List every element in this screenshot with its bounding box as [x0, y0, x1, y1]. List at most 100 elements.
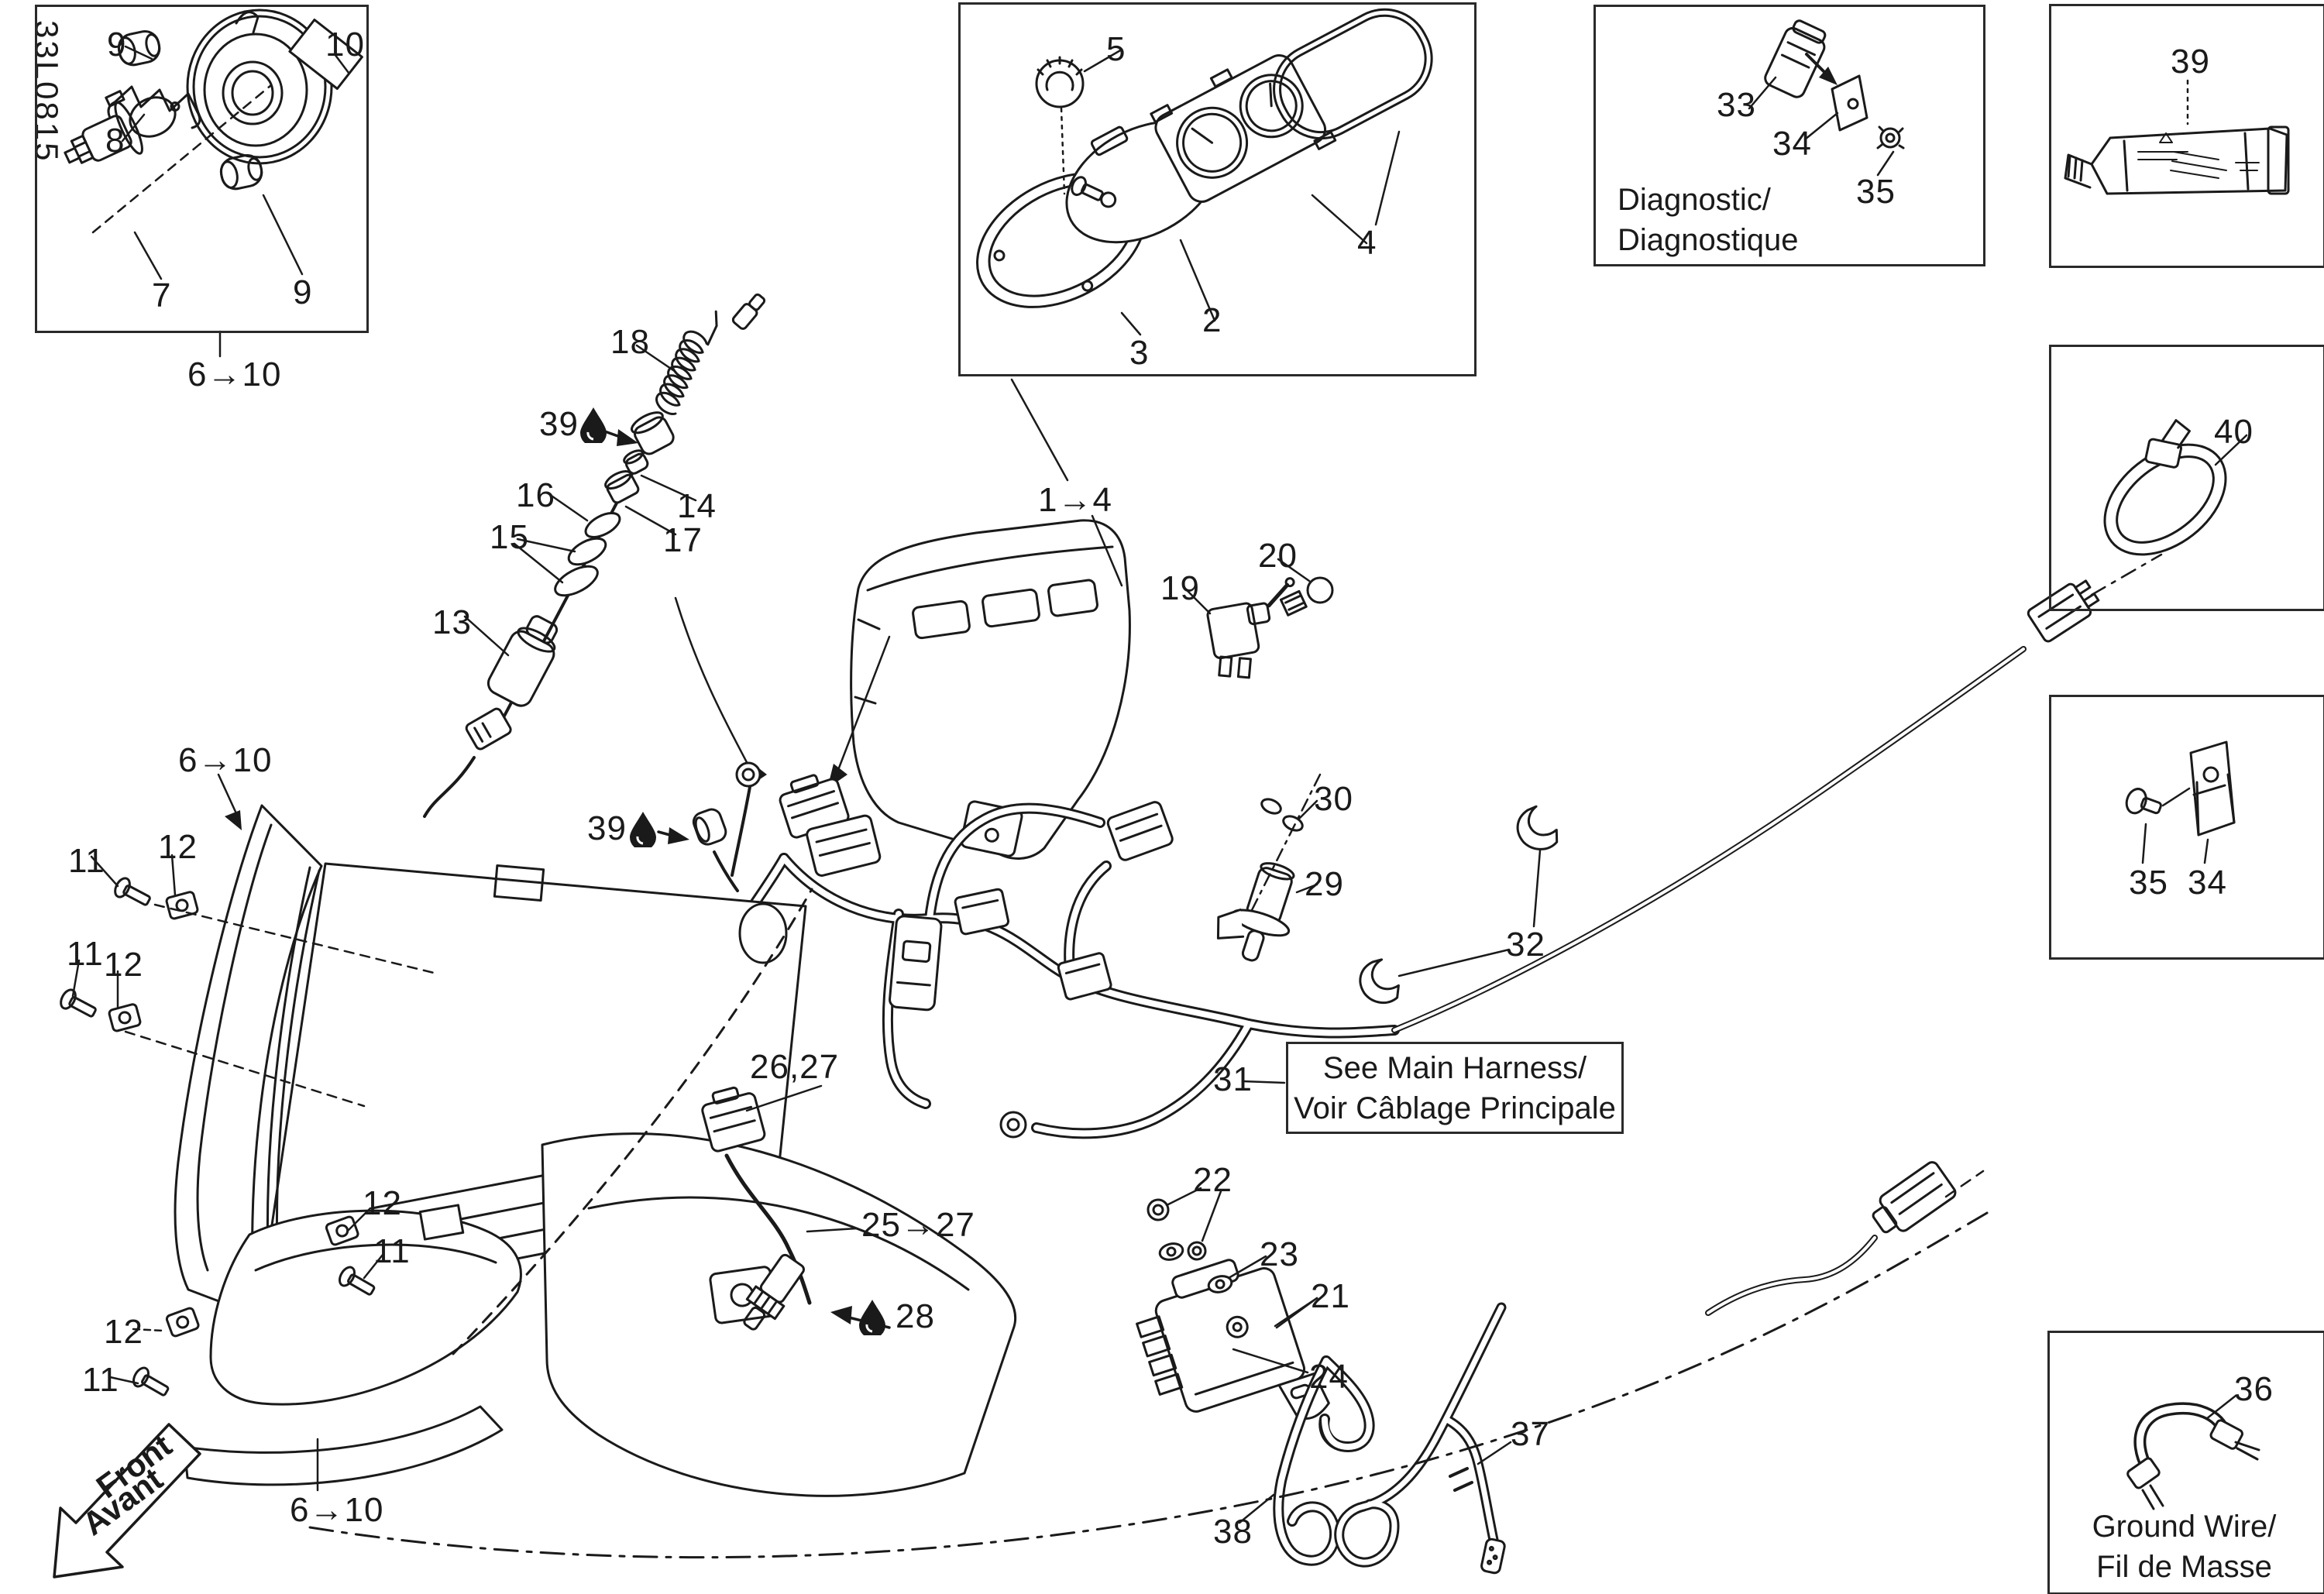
ground-wire-drawing: [2126, 1394, 2260, 1510]
callout-22: 22: [1193, 1161, 1232, 1199]
phantom-link-line: [452, 888, 813, 1355]
callout-40: 40: [2214, 413, 2254, 451]
diagnostic-title: Diagnostic/ Diagnostique: [1618, 180, 1799, 260]
harness-connector-drawing: [954, 888, 1010, 936]
antenna-nut-drawing: [604, 470, 640, 504]
callout-range-25-27: 25→27: [861, 1206, 975, 1244]
callout-24: 24: [1309, 1358, 1349, 1396]
sensor-harness-drawing: [701, 1084, 891, 1331]
inset-diagnostic: [1593, 5, 1985, 266]
callout-29: 29: [1305, 865, 1344, 903]
callout-12-b: 12: [104, 946, 143, 984]
retaining-strap-drawing: [2103, 419, 2248, 556]
toggle-switch-drawing: [1206, 577, 1295, 679]
harness-connector-drawing: [1057, 952, 1112, 1001]
diagnostic-title-line1: Diagnostic/: [1618, 183, 1771, 217]
switch-leaders: [1185, 558, 1311, 615]
callout-35-bracket: 35: [2129, 864, 2168, 902]
gauge-seal-drawing: [1273, 8, 1433, 140]
callout-31: 31: [1213, 1060, 1253, 1098]
callout-9-upper: 9: [107, 26, 127, 64]
diagnostic-nut-drawing: [1876, 125, 1905, 149]
callout-11-a: 11: [68, 842, 105, 880]
tail-connector-drawing: [1705, 1161, 1985, 1316]
lower-headlight-lens-drawing: [209, 1204, 522, 1406]
antenna-grommet-drawing: [631, 411, 675, 455]
main-harness-note-line2: Voir Câblage Principale: [1294, 1091, 1616, 1125]
inset-headlight-bulb: [35, 5, 369, 333]
gauge-housing-drawing: [1150, 54, 1337, 203]
callout-26-27: 26,27: [750, 1048, 840, 1086]
antenna-bushing-drawing: [623, 449, 649, 475]
callout-17: 17: [663, 521, 703, 559]
callout-4: 4: [1357, 224, 1377, 262]
bracket-hardware-drawing: [2125, 740, 2236, 864]
ground-wire-title-line1: Ground Wire/: [2092, 1510, 2277, 1544]
callout-37: 37: [1511, 1415, 1550, 1453]
callout-32: 32: [1506, 926, 1545, 964]
inset-strap: [2049, 345, 2324, 611]
headlight-ring-drawing: [186, 9, 363, 165]
callout-12-d: 12: [363, 1184, 402, 1222]
wire-loop-38-drawing: [1238, 1355, 1375, 1566]
callout-13: 13: [432, 603, 472, 641]
callout-28: 28: [896, 1297, 935, 1335]
headlight-bulb-detail-drawing: [64, 9, 363, 358]
callout-18: 18: [610, 323, 650, 361]
callout-range-1-4: 1→4: [1038, 481, 1112, 519]
ground-wire-title: Ground Wire/ Fil de Masse: [2049, 1506, 2319, 1587]
callout-range-6-10-b: 6→10: [178, 741, 273, 779]
lubricant-droplet-icon: [859, 1300, 885, 1335]
voltage-regulator-drawing: [1136, 1187, 1330, 1420]
inset-gauge-cluster: [958, 2, 1477, 376]
headlight-trim-drawing: [183, 1405, 504, 1486]
main-harness-note-line1: See Main Harness/: [1322, 1050, 1587, 1085]
callout-11-b: 11: [67, 935, 104, 973]
callout-21: 21: [1311, 1277, 1350, 1315]
regulator-hardware-drawing: [1147, 1198, 1233, 1293]
bulb-socket-29-drawing: [1216, 773, 1322, 962]
callout-30: 30: [1314, 780, 1353, 818]
callout-leaders: [1275, 1297, 1318, 1329]
antenna-cable-drawing: [1241, 553, 2163, 1084]
callout-23: 23: [1260, 1235, 1299, 1273]
callout-39-grease-b: 39: [587, 809, 627, 847]
callout-16: 16: [516, 476, 555, 514]
gauge-screw-drawing: [1071, 176, 1117, 208]
diagnostic-title-line2: Diagnostique: [1618, 223, 1799, 257]
gauge-decal-drawing: [1035, 56, 1085, 108]
spring-drawing: [655, 310, 718, 415]
callout-34-diagnostic: 34: [1772, 125, 1812, 163]
callout-19: 19: [1160, 569, 1200, 607]
phantom-body-line: [308, 1211, 1989, 1559]
callout-3: 3: [1129, 334, 1150, 372]
harness-connector-drawing: [889, 915, 943, 1012]
gauge-support-bracket-drawing: [674, 378, 1131, 860]
callout-12-c: 12: [104, 1313, 143, 1351]
callout-14: 14: [677, 487, 717, 525]
cable-clip-drawing: [1359, 958, 1400, 1005]
bulb-retainer-spring-drawing: [107, 85, 201, 129]
rubber-boot-drawing: [486, 615, 559, 707]
clip-nut-drawing: [108, 891, 359, 1338]
callout-33: 33: [1717, 86, 1756, 124]
harness-grommet-drawing: [692, 808, 727, 846]
assembly-arrowhead: [225, 810, 242, 830]
callout-15: 15: [490, 518, 529, 556]
indicator-bulb-drawing: [1279, 576, 1334, 617]
callout-7: 7: [152, 277, 172, 314]
front-direction-arrow: Front Avant: [53, 1423, 201, 1579]
callout-5: 5: [1106, 30, 1126, 68]
inset-bracket-hardware: [2049, 695, 2324, 960]
sensor-wire-37-drawing: [1334, 1302, 1512, 1575]
main-harness-note: See Main Harness/ Voir Câblage Principal…: [1286, 1042, 1624, 1134]
harness-connector-drawing: [806, 814, 882, 877]
antenna-connector-drawing: [465, 707, 512, 751]
ground-wire-title-line2: Fil de Masse: [2096, 1550, 2272, 1584]
fastener-leaders: [71, 773, 435, 1492]
headlight-lens-drawing: [174, 804, 323, 1317]
cable-clip-drawing: [1516, 805, 1559, 850]
callout-12-a: 12: [158, 828, 198, 866]
